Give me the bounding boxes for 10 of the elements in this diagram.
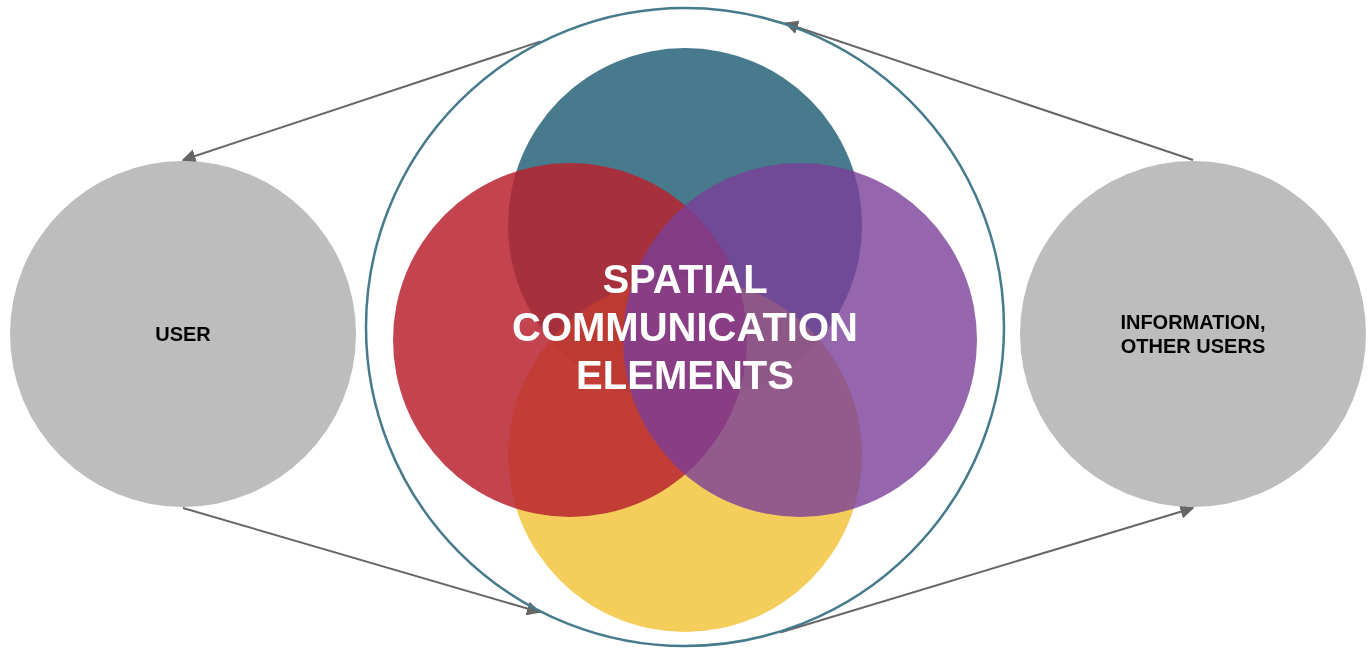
circle-node: [9, 160, 357, 508]
node-label: USER: [154, 322, 212, 346]
outer-ring: [365, 7, 1005, 647]
node-label: INFORMATION, OTHER USERS: [1119, 310, 1267, 358]
arrow: [182, 507, 542, 616]
arrow: [779, 504, 1195, 634]
arrow: [784, 20, 1194, 161]
center-title: SPATIAL COMMUNICATION ELEMENTS: [511, 256, 859, 399]
circle-node: [1019, 160, 1367, 508]
arrow: [181, 40, 542, 163]
